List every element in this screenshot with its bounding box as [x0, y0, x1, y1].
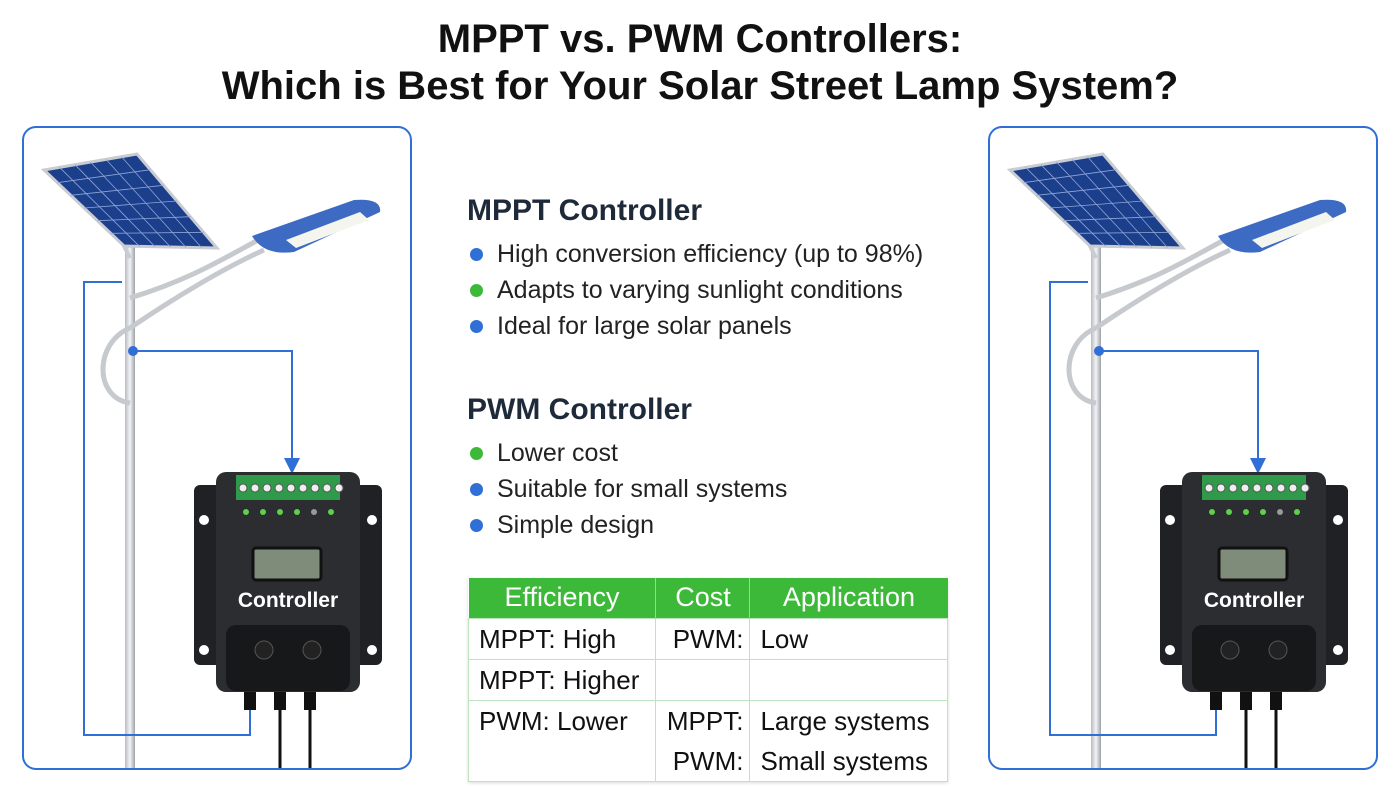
- title-line-2: Which is Best for Your Solar Street Lamp…: [221, 64, 1179, 108]
- header-efficiency: Efficiency: [468, 578, 657, 618]
- table-row: PWM: Small systems: [469, 740, 948, 782]
- table-cell: MPPT:: [655, 699, 750, 741]
- mppt-bullet: High conversion efficiency (up to 98%): [470, 240, 923, 269]
- mppt-bullet: Ideal for large solar panels: [470, 312, 792, 341]
- table-cell: PWM: Lower: [467, 699, 657, 782]
- mppt-bullet: Adapts to varying sunlight conditions: [470, 276, 903, 305]
- bullet-dot-icon: [470, 483, 483, 496]
- pwm-bullet: Suitable for small systems: [470, 475, 787, 504]
- bullet-dot-icon: [470, 248, 483, 261]
- table-cell: [655, 658, 750, 701]
- table-row: MPPT: High PWM: Low: [467, 617, 948, 660]
- controller-label: Controller: [1204, 589, 1304, 612]
- table-cell: [749, 658, 948, 701]
- bullet-dot-icon: [470, 284, 483, 297]
- pwm-bullet: Lower cost: [470, 439, 618, 468]
- header-application: Application: [749, 578, 948, 618]
- lamp-head-icon: [1218, 199, 1347, 253]
- street-lamp-illustration-left: Controller: [22, 126, 412, 770]
- controller-label: Controller: [238, 589, 338, 612]
- wiring: [1049, 281, 1266, 736]
- table-cell: Low: [749, 617, 948, 660]
- table-cell: PWM:: [655, 617, 750, 660]
- table-cell: PWM:: [655, 740, 750, 782]
- controller-device: Controller: [194, 472, 382, 768]
- table-row: MPPT: Higher: [467, 658, 948, 701]
- lamp-pole: [100, 235, 266, 768]
- header-cost: Cost: [655, 578, 751, 618]
- table-cell: MPPT: Higher: [467, 658, 657, 701]
- wiring: [83, 281, 300, 736]
- mppt-title: MPPT Controller: [467, 194, 703, 227]
- bullet-dot-icon: [470, 320, 483, 333]
- solar-panel-icon: [1006, 152, 1187, 259]
- bullet-dot-icon: [470, 519, 483, 532]
- table-header-row: Efficiency Cost Application: [468, 578, 948, 618]
- lamp-pole: [1066, 235, 1232, 768]
- table-row: PWM: Lower MPPT: Large systems: [467, 699, 948, 782]
- title-line-1: MPPT vs. PWM Controllers:: [437, 17, 963, 61]
- solar-panel-icon: [40, 152, 221, 259]
- bullet-dot-icon: [470, 447, 483, 460]
- table-cell: Large systems: [749, 699, 948, 741]
- street-lamp-illustration-right: Controller: [988, 126, 1378, 770]
- pwm-bullet: Simple design: [470, 511, 654, 540]
- comparison-table: Efficiency Cost Application MPPT: High P…: [467, 578, 948, 782]
- controller-device: Controller: [1160, 472, 1348, 768]
- table-cell: MPPT: High: [467, 617, 657, 660]
- table-cell: Small systems: [749, 740, 948, 782]
- pwm-title: PWM Controller: [467, 393, 692, 426]
- lamp-head-icon: [252, 199, 381, 253]
